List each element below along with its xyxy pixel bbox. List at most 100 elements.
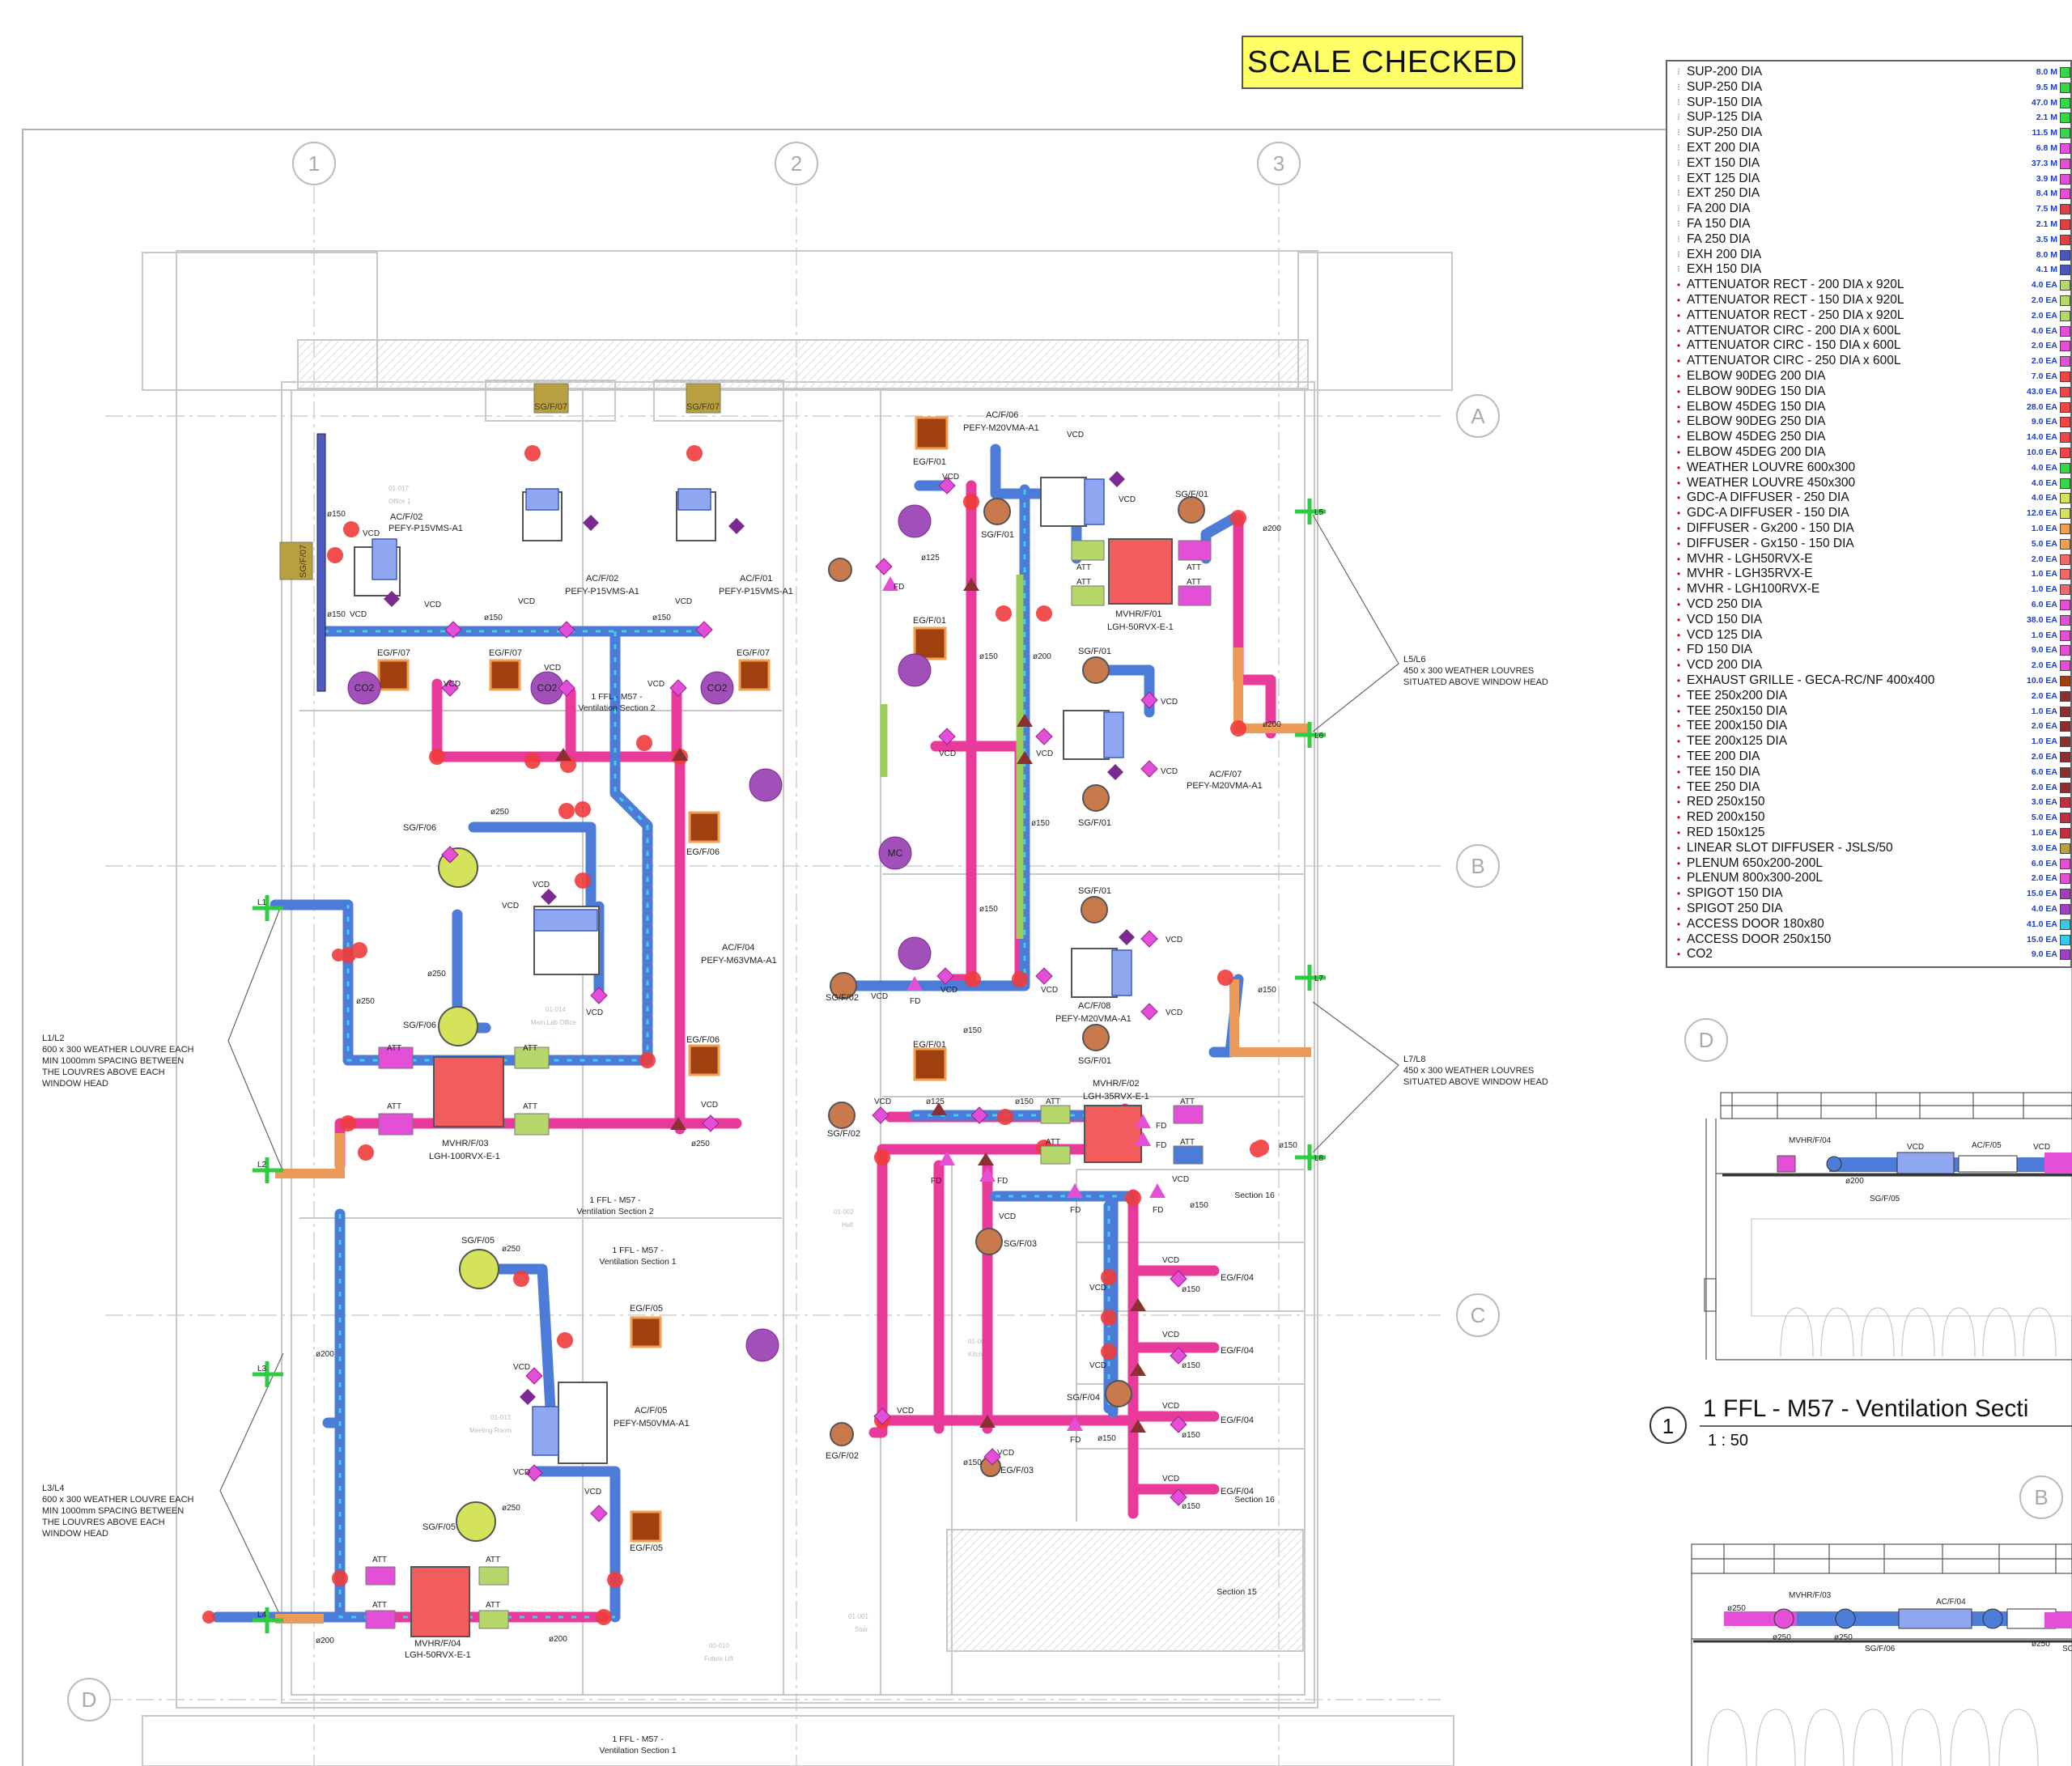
vcd-tag: VCD xyxy=(1162,1331,1179,1339)
fitting-bullet-icon: • xyxy=(1676,568,1681,580)
legend-swatch-icon xyxy=(2060,676,2070,686)
mvhr-f-01-unit xyxy=(1108,538,1173,605)
exhaust-grille-egf01a xyxy=(915,416,949,450)
fitting-bullet-icon: • xyxy=(1676,690,1681,702)
gdc-diffuser-sgf05b xyxy=(456,1501,496,1542)
legend-quantity: 14.0 EA xyxy=(2027,432,2057,443)
section-view-title: 1 FFL - M57 - Ventilation Secti xyxy=(1703,1395,2028,1422)
fitting-bullet-icon: • xyxy=(1676,751,1681,762)
legend-label: GDC-A DIFFUSER - 250 DIA xyxy=(1687,490,1849,505)
grid-bubble-a xyxy=(1456,394,1500,438)
volume-control-dampers xyxy=(441,477,1187,1522)
legend-label: DIFFUSER - Gx150 - 150 DIA xyxy=(1687,536,1854,550)
fitting-bullet-icon: • xyxy=(1676,903,1681,915)
fd-tag: FD xyxy=(1070,1436,1081,1445)
legend-label: ELBOW 90DEG 150 DIA xyxy=(1687,384,1826,398)
label-egf04c: EG/F/04 xyxy=(1221,1416,1254,1425)
legend-label: SUP-150 DIA xyxy=(1687,95,1763,109)
size-tag: ø150 xyxy=(1182,1431,1200,1440)
louvre-tag-l3: L3 xyxy=(257,1365,267,1373)
vcd-tag: VCD xyxy=(1119,495,1136,504)
grid-label-3: 3 xyxy=(1273,151,1284,176)
legend-quantity: 2.0 EA xyxy=(2031,782,2057,792)
scale-checked-text: SCALE CHECKED xyxy=(1247,45,1518,79)
legend-swatch-icon xyxy=(2060,448,2070,458)
duct-run-icon: ⁝ xyxy=(1677,112,1680,123)
grid-bubble-3 xyxy=(1257,142,1301,185)
legend-label: ATTENUATOR RECT - 250 DIA x 920L xyxy=(1687,308,1904,322)
legend-swatch-icon xyxy=(2060,189,2070,200)
vcd-tag: VCD xyxy=(1089,1284,1106,1293)
fitting-bullet-icon: • xyxy=(1676,537,1681,550)
grid-bubble-1 xyxy=(292,142,336,185)
size-tag: ø150 xyxy=(1182,1502,1200,1511)
duct-run-icon: ⁝ xyxy=(1677,233,1680,244)
size-tag: ø200 xyxy=(549,1635,567,1644)
vcd-tag: VCD xyxy=(1161,698,1178,707)
label-sgf02b: SG/F/02 xyxy=(827,1129,860,1139)
legend-swatch-icon xyxy=(2060,82,2070,93)
vcd-tag: VCD xyxy=(942,473,959,482)
section-label-vcd-b: VCD xyxy=(2033,1143,2050,1152)
grid-bubble-b xyxy=(1456,844,1500,888)
fitting-bullet-icon: • xyxy=(1676,857,1681,869)
fitting-bullet-icon: • xyxy=(1676,933,1681,945)
grid-label-b-section: B xyxy=(2034,1485,2048,1509)
grid-bubble-2 xyxy=(775,142,818,185)
label-mvhr04-model: LGH-50RVX-E-1 xyxy=(405,1650,471,1660)
co2-label-2: CO2 xyxy=(537,682,558,694)
legend-label: LINEAR SLOT DIFFUSER - JSLS/50 xyxy=(1687,840,1893,855)
legend-swatch-icon xyxy=(2060,782,2070,793)
legend-swatch-icon xyxy=(2060,843,2070,854)
legend-label: PLENUM 650x200-200L xyxy=(1687,855,1824,870)
vcd-tag: VCD xyxy=(874,1097,891,1106)
legend-quantity: 6.0 EA xyxy=(2031,766,2057,777)
label-sgf03: SG/F/03 xyxy=(1004,1239,1037,1249)
vcd-tag: VCD xyxy=(701,1101,718,1110)
fd-tag: FD xyxy=(1070,1206,1081,1215)
svg-text:01-013: 01-013 xyxy=(490,1414,511,1421)
grid-label-2: 2 xyxy=(791,151,802,176)
legend-swatch-icon xyxy=(2060,690,2070,702)
svg-text:00-010: 00-010 xyxy=(709,1642,729,1649)
label-egf01b: EG/F/01 xyxy=(913,616,946,626)
legend-quantity: 2.0 EA xyxy=(2031,873,2057,884)
svg-text:01-014: 01-014 xyxy=(546,1006,566,1013)
legend-swatch-icon xyxy=(2060,280,2070,291)
svg-text:01-001: 01-001 xyxy=(848,1613,868,1620)
legend-label: SPIGOT 250 DIA xyxy=(1687,902,1783,915)
fitting-bullet-icon: • xyxy=(1676,736,1681,748)
legend-quantity: 47.0 M xyxy=(2031,97,2057,108)
legend-swatch-icon xyxy=(2060,67,2070,78)
exhaust-grille-egf01c xyxy=(913,1047,947,1081)
legend-quantity: 6.8 M xyxy=(2036,143,2057,153)
size-tag: ø200 xyxy=(316,1637,334,1645)
att-tag: ATT xyxy=(523,1102,537,1111)
legend-label: VCD 200 DIA xyxy=(1687,658,1763,673)
legend-swatch-icon xyxy=(2060,828,2070,838)
label-egf06a: EG/F/06 xyxy=(686,847,720,857)
att-tag: ATT xyxy=(1076,563,1091,572)
duct-run-icon: ⁝ xyxy=(1677,264,1680,275)
size-tag: ø250 xyxy=(691,1140,710,1148)
mvhr-f-04-unit xyxy=(410,1566,470,1637)
louvre-note-l1l2-title: L1/L2 xyxy=(42,1034,65,1043)
legend-swatch-icon xyxy=(2060,949,2070,961)
legend-swatch-icon xyxy=(2060,97,2070,108)
legend-label: ELBOW 45DEG 200 DIA xyxy=(1687,445,1826,459)
legend-swatch-icon xyxy=(2060,813,2070,824)
